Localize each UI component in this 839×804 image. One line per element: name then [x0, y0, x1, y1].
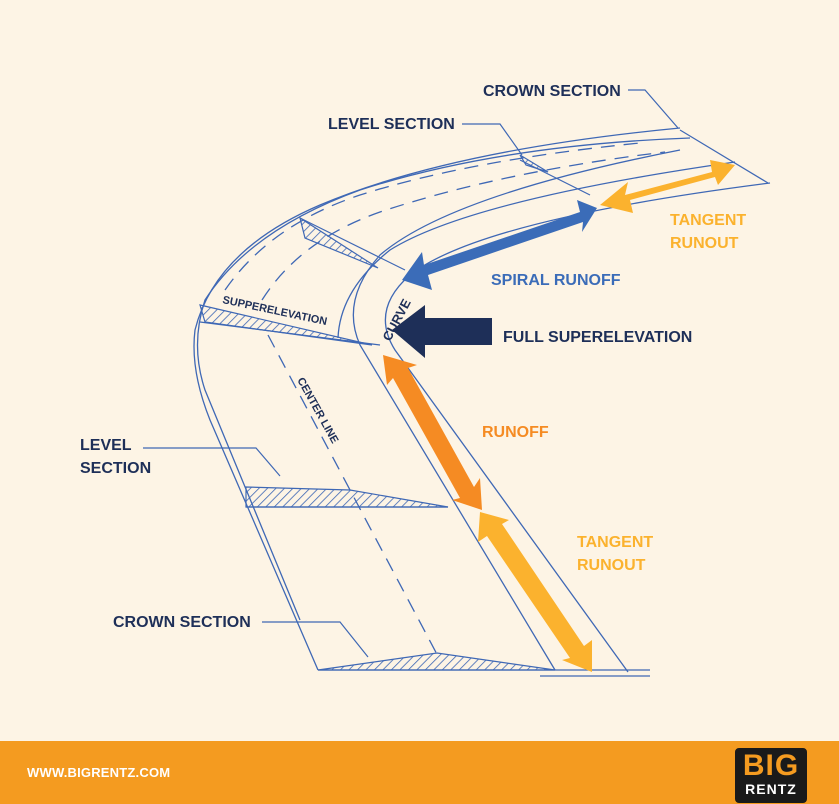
- website-url: WWW.BIGRENTZ.COM: [27, 765, 171, 780]
- crown-section-bottom-hatch: [317, 652, 556, 671]
- crown-section-top-label: CROWN SECTION: [483, 83, 621, 100]
- road-diagram-svg: CROWN SECTION LEVEL SECTION TANGENT RUNO…: [80, 83, 771, 677]
- center-line-label: CENTER LINE: [294, 376, 340, 446]
- logo-rentz-text: RENTZ: [745, 781, 797, 797]
- lane-dash-outer: [224, 142, 641, 291]
- full-superelevation-label: FULL SUPERELEVATION: [503, 329, 692, 346]
- road-inner-edge: [352, 149, 681, 671]
- road-edges: [193, 127, 771, 673]
- hatched-sections: [199, 154, 556, 671]
- runoff-label: RUNOFF: [482, 424, 549, 441]
- road-inner-edge-2: [384, 182, 771, 673]
- road-outer-edge: [193, 127, 681, 671]
- logo-big-text: BIG: [742, 749, 800, 782]
- tangent-bottom-label: TANGENT: [577, 534, 653, 551]
- spiral-hatch: [299, 216, 379, 269]
- leader-lines: [143, 89, 679, 658]
- bigrentz-logo: BIG RENTZ: [735, 748, 807, 803]
- level-section-hatch: [245, 486, 449, 508]
- lane-dashes: [224, 142, 666, 661]
- crown-bottom-leader: [262, 621, 369, 658]
- runout-top-label: RUNOUT: [670, 235, 739, 252]
- tangent-top-label: TANGENT: [670, 212, 746, 229]
- lane-dash-inner: [261, 151, 666, 301]
- crown-top-line: [679, 129, 769, 184]
- road-outer-edge-2: [196, 137, 691, 621]
- runout-bottom-label: RUNOUT: [577, 557, 646, 574]
- level-top-leader: [462, 123, 523, 156]
- full-superelevation-arrow: [392, 305, 492, 358]
- level-section-top-label: LEVEL SECTION: [328, 116, 455, 133]
- footer-bar: WWW.BIGRENTZ.COM BIG RENTZ: [0, 741, 839, 804]
- crown-section-bottom-label: CROWN SECTION: [113, 614, 251, 631]
- tangent-top-arrow: [600, 160, 735, 213]
- spiral-section-line: [299, 217, 406, 271]
- spiral-runoff-arrow: [402, 200, 597, 290]
- level-left-leader: [143, 447, 281, 477]
- tangent-bottom-arrow: [478, 512, 592, 672]
- runoff-arrow: [383, 355, 482, 510]
- center-line-dash: [267, 334, 441, 661]
- road-mid-line-curve: [337, 161, 736, 339]
- level-label: LEVEL: [80, 437, 132, 454]
- spiral-runoff-label: SPIRAL RUNOFF: [491, 272, 621, 289]
- crown-top-leader: [628, 89, 679, 129]
- arrows: [383, 160, 735, 672]
- level-top-hatch: [519, 154, 549, 173]
- section-label: SECTION: [80, 460, 151, 477]
- superelevation-hatch: [199, 304, 373, 346]
